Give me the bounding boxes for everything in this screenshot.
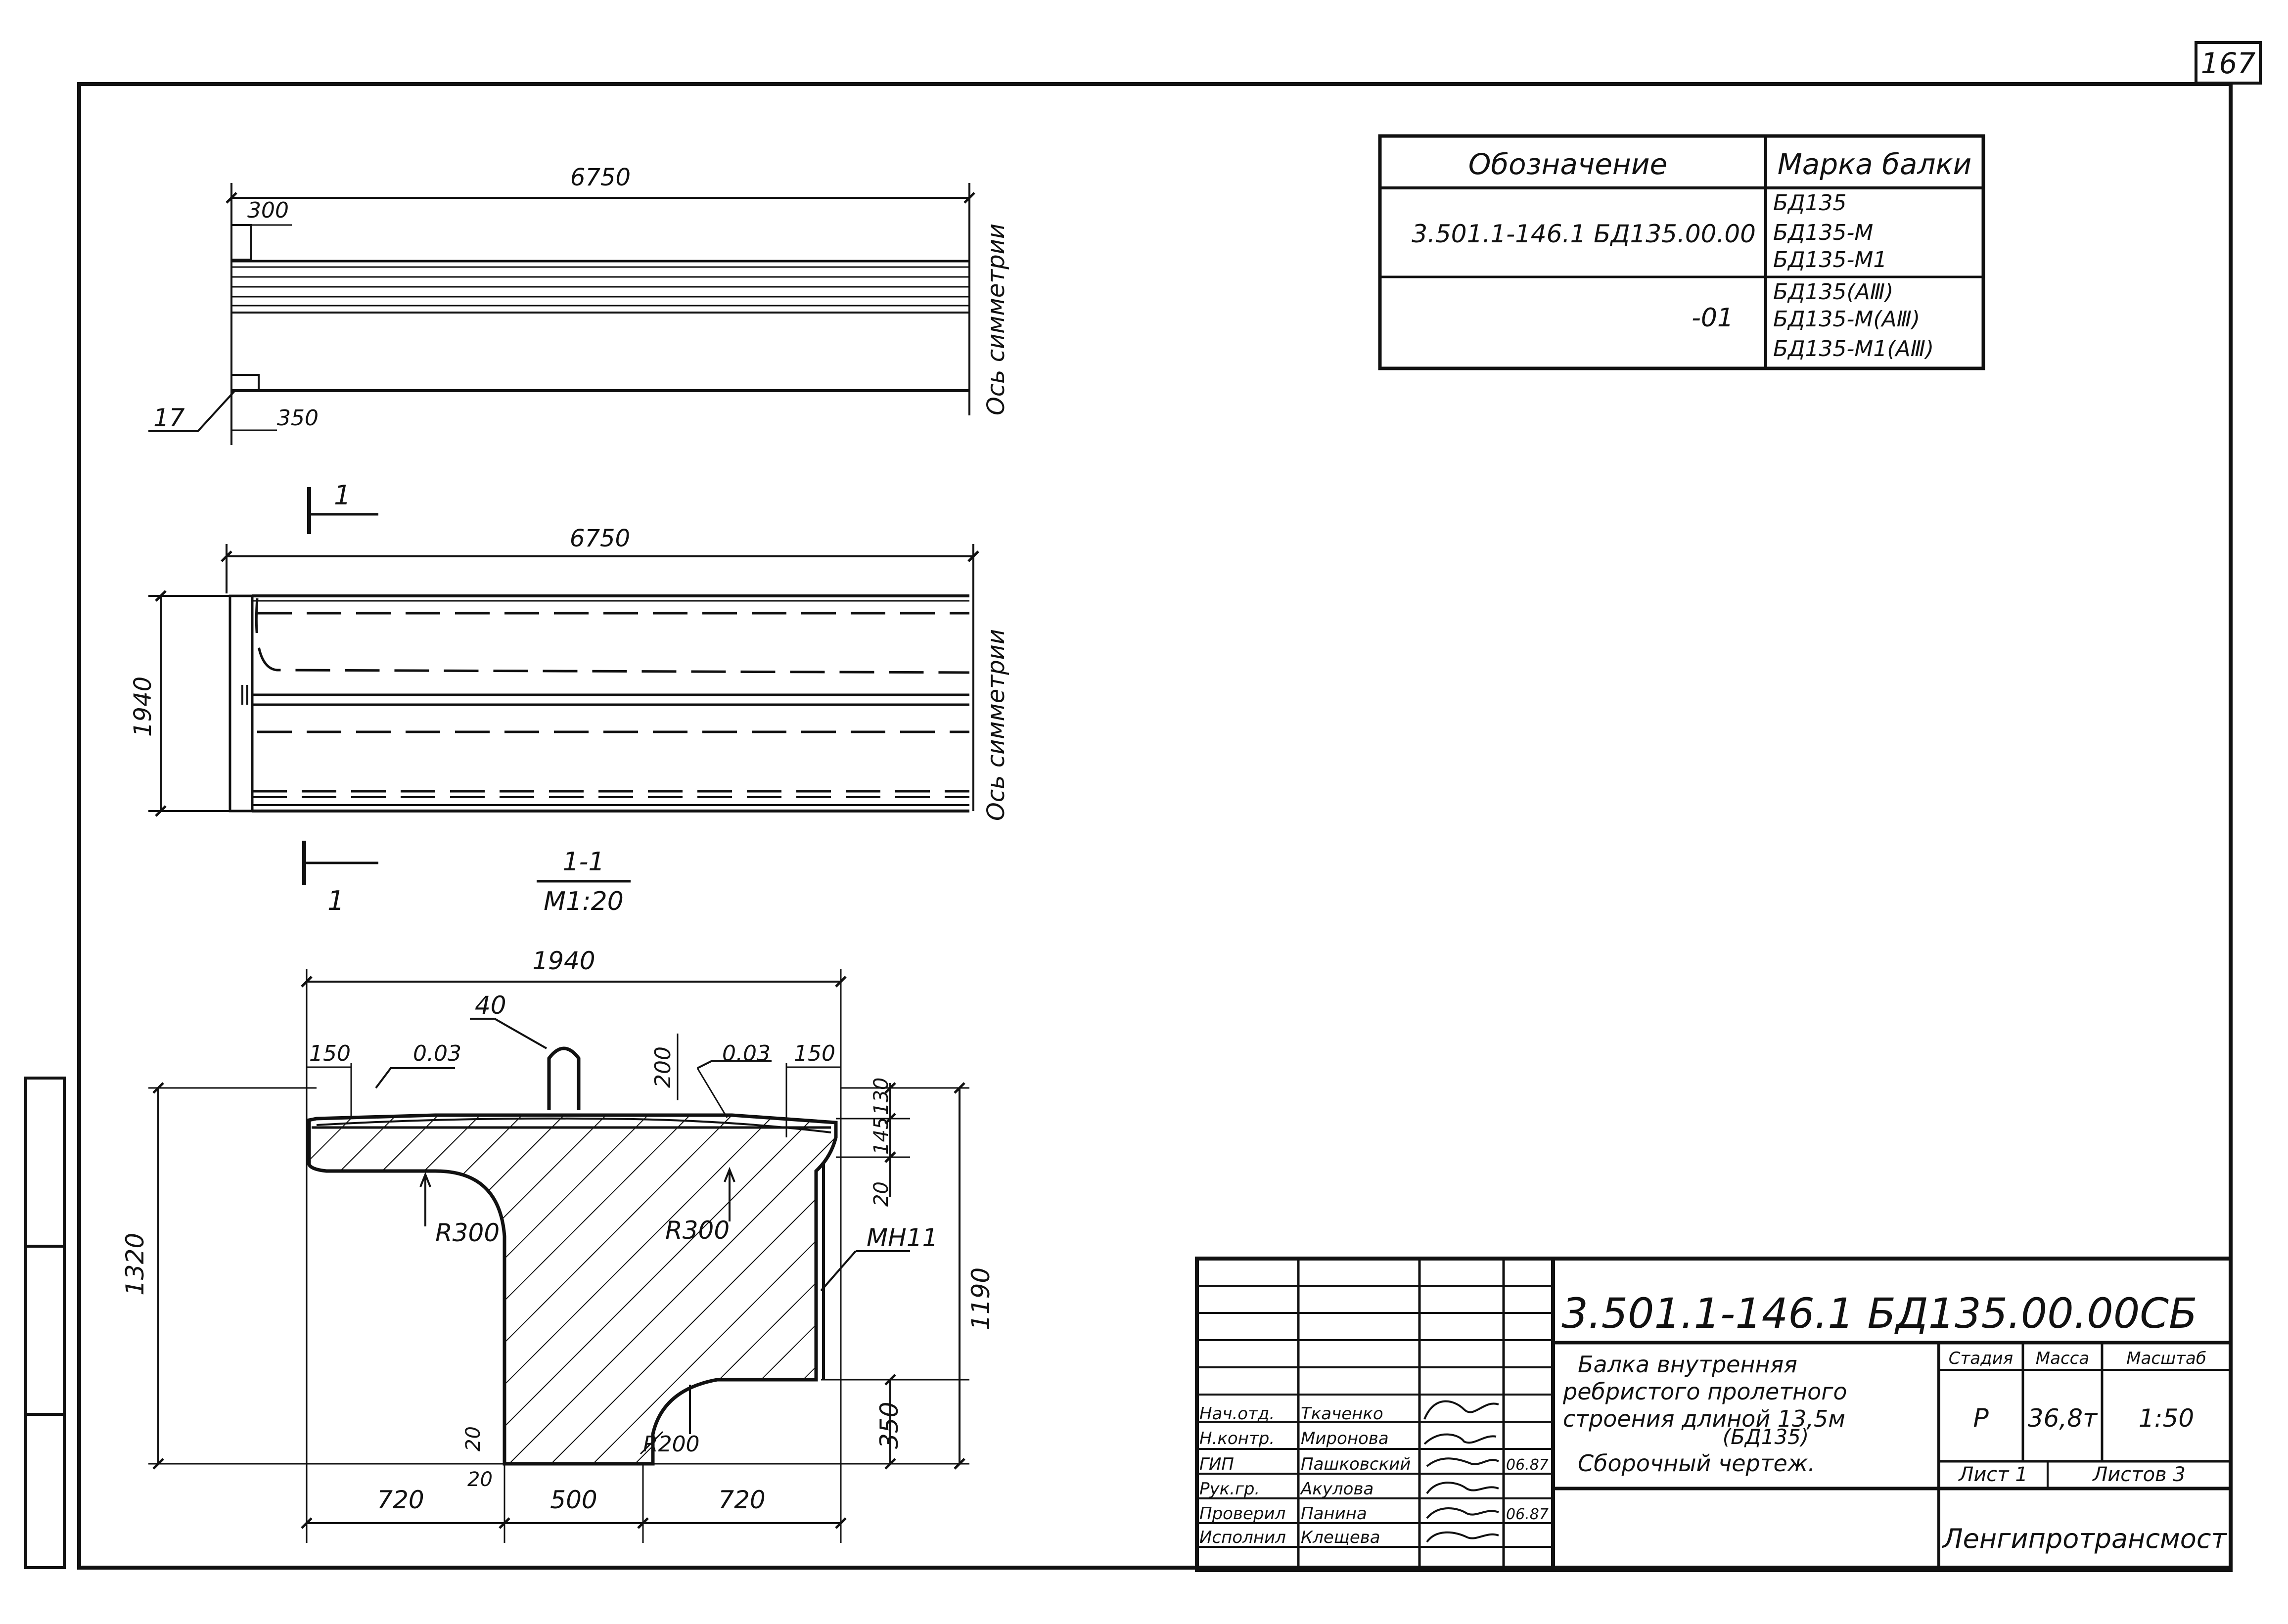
dim-150-right: 150 — [794, 1041, 835, 1066]
slope-left: 0.03 — [413, 1041, 461, 1066]
radius-bottom: R200 — [643, 1432, 700, 1457]
spec-row-mark: БД135-М(АⅢ) — [1773, 307, 1920, 332]
section-scale: М1:20 — [544, 887, 624, 916]
person-name: Пашковский — [1301, 1454, 1411, 1474]
role-label: Н.контр. — [1199, 1429, 1275, 1448]
role-label: ГИП — [1199, 1454, 1234, 1474]
document-code: 3.501.1-146.1 БД135.00.00СБ — [1561, 1289, 2197, 1338]
title-desc-line: строения длиной 13,5м — [1563, 1405, 1845, 1432]
scale-value: 1:50 — [2139, 1404, 2194, 1433]
spec-row-mark: БД135(АⅢ) — [1773, 279, 1893, 305]
mass-label: Масса — [2036, 1349, 2089, 1368]
radius-left: R300 — [435, 1218, 500, 1247]
dim-350-section: 350 — [875, 1402, 904, 1449]
section-mark-label: 1 — [327, 885, 344, 916]
role-label: Исполнил — [1199, 1528, 1286, 1547]
cross-section: 1940 40 150 0.03 0.03 150 200 1320 130 1 — [121, 947, 995, 1543]
dim-1190: 1190 — [966, 1267, 995, 1330]
role-label: Нач.отд. — [1199, 1404, 1275, 1424]
dim-20-vertical: 20 — [462, 1426, 485, 1451]
dim-20-right: 20 — [870, 1181, 893, 1207]
spec-row-mark: БД135-М — [1773, 220, 1873, 245]
dim-500: 500 — [550, 1486, 597, 1514]
person-name: Клещева — [1301, 1528, 1380, 1547]
spec-row-mark: БД135-М1(АⅢ) — [1773, 336, 1934, 361]
dim-130: 130 — [870, 1078, 893, 1115]
dim-20-horizontal: 20 — [467, 1468, 493, 1491]
sign-date: 06.87 — [1506, 1506, 1549, 1523]
dim-145: 145 — [870, 1117, 893, 1155]
mass-value: 36,8т — [2028, 1404, 2098, 1433]
dim-section-width: 1940 — [532, 947, 595, 975]
drawing-frame — [77, 82, 2233, 1570]
top-view: 6750 300 350 17 Ось симметрии — [148, 164, 1010, 445]
dim-length-top: 6750 — [570, 164, 631, 191]
person-name: Миронова — [1301, 1429, 1389, 1448]
dim-length-side: 6750 — [570, 525, 630, 552]
section-mark-label: 1 — [334, 480, 351, 511]
axis-of-symmetry-side: Ось симметрии — [982, 629, 1010, 821]
dim-height-side: 1940 — [129, 677, 157, 737]
title-desc-line: (БД135) — [1723, 1425, 1809, 1449]
dim-150-left: 150 — [309, 1041, 351, 1066]
organization-name: Ленгипротрансмост — [1942, 1523, 2228, 1554]
spec-header-mark: Марка балки — [1778, 147, 1972, 181]
sheet-label: Лист 1 — [1958, 1463, 2028, 1486]
radius-right: R300 — [665, 1216, 730, 1245]
dim-720-right: 720 — [718, 1486, 765, 1514]
role-label: Проверил — [1199, 1504, 1285, 1524]
scale-label: Масштаб — [2126, 1349, 2206, 1368]
position-17: 17 — [153, 404, 185, 432]
spec-row-designation: -01 — [1692, 303, 1734, 333]
dim-350: 350 — [277, 406, 319, 431]
person-name: Акулова — [1300, 1479, 1373, 1499]
role-label: Рук.гр. — [1199, 1479, 1260, 1499]
signatures — [1423, 1400, 1499, 1543]
section-marker: 1 — [302, 841, 378, 916]
person-name: Ткаченко — [1301, 1404, 1383, 1424]
sheet-number: 167 — [2201, 46, 2256, 80]
person-name: Панина — [1301, 1504, 1367, 1524]
spec-row-designation: 3.501.1-146.1 БД135.00.00 — [1412, 220, 1756, 248]
dim-300: 300 — [247, 198, 289, 223]
stage-label: Стадия — [1949, 1349, 2013, 1368]
sheets-label: Листов 3 — [2092, 1463, 2186, 1486]
spec-row-mark: БД135 — [1773, 190, 1847, 216]
dim-200: 200 — [650, 1046, 676, 1088]
spec-table: Обозначение Марка балки 3.501.1-146.1 БД… — [1378, 134, 1985, 370]
dim-1320: 1320 — [121, 1233, 149, 1296]
section-title: 1-1 М1:20 — [537, 847, 631, 916]
spec-row-mark: БД135-М1 — [1773, 247, 1887, 272]
dim-40: 40 — [475, 991, 506, 1020]
dim-720-left: 720 — [377, 1486, 424, 1514]
section-title-label: 1-1 — [563, 847, 605, 877]
sign-date: 06.87 — [1506, 1456, 1549, 1474]
side-view: 6750 1940 Ось симметрии — [129, 525, 1010, 821]
title-desc-line: Сборочный чертеж. — [1578, 1450, 1815, 1477]
axis-of-symmetry-top: Ось симметрии — [982, 224, 1010, 415]
slope-right: 0.03 — [722, 1041, 771, 1066]
section-marker: 1 — [307, 480, 378, 534]
title-desc-line: ребристого пролетного — [1562, 1378, 1847, 1405]
title-block: 3.501.1-146.1 БД135.00.00СБ Балка внутре… — [1195, 1257, 2233, 1572]
spec-header-designation: Обозначение — [1468, 147, 1667, 181]
stage-value: Р — [1973, 1403, 1989, 1433]
mark-mn11: МН11 — [867, 1223, 938, 1252]
title-desc-line: Балка внутренняя — [1578, 1351, 1797, 1378]
binding-strip — [24, 1077, 66, 1569]
